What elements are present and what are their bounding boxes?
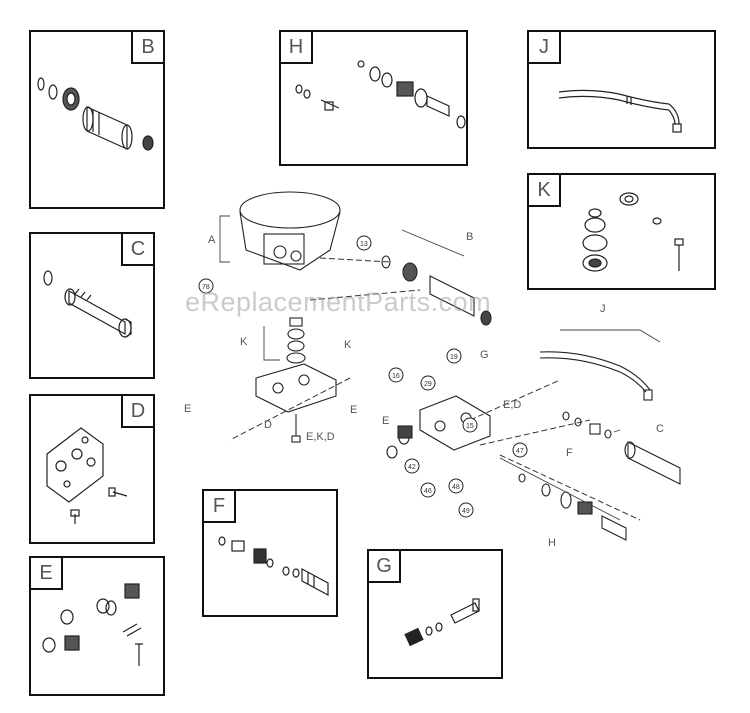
detail-panel-g: G xyxy=(367,549,503,679)
part-num-48: 48 xyxy=(452,484,460,491)
cylinder-b xyxy=(381,255,492,326)
detail-panel-e: E xyxy=(29,556,165,696)
panel-h-parts xyxy=(295,60,466,129)
panel-e-label: E xyxy=(29,556,63,590)
panel-b-label: B xyxy=(131,30,165,64)
panel-g-parts xyxy=(404,598,480,647)
valve-parts-h xyxy=(518,473,627,541)
callout-c: C xyxy=(656,423,664,435)
part-num-42: 42 xyxy=(408,464,416,471)
detail-panel-b: B xyxy=(29,30,165,209)
part-num-16: 16 xyxy=(392,373,400,380)
panel-f-label: F xyxy=(202,489,236,523)
part-num-47: 47 xyxy=(516,448,524,455)
callout-b: B xyxy=(466,231,473,243)
part-num-78: 78 xyxy=(202,284,210,291)
detail-panel-k: K xyxy=(527,173,716,290)
callout-e-right: E xyxy=(350,404,357,416)
part-num-29: 29 xyxy=(424,381,432,388)
callout-k-left: K xyxy=(240,336,248,348)
cylinder-c xyxy=(624,441,681,485)
detail-panel-d: D xyxy=(29,394,155,544)
part-num-13: 13 xyxy=(360,241,368,248)
callout-d: D xyxy=(264,419,272,431)
panel-f-parts xyxy=(218,536,329,597)
panel-h-label: H xyxy=(279,30,313,64)
panel-d-parts xyxy=(46,427,128,524)
callout-f: F xyxy=(566,447,573,459)
callout-a: A xyxy=(208,234,216,246)
panel-k-label: K xyxy=(527,173,561,207)
k-seal-stack xyxy=(286,317,306,364)
callout-g: G xyxy=(480,349,489,361)
part-num-19: 19 xyxy=(450,354,458,361)
callout-e-head: E xyxy=(382,415,389,427)
part-num-49: 49 xyxy=(462,508,470,515)
detail-panel-f: F xyxy=(202,489,338,617)
valve-parts-f xyxy=(562,411,612,439)
part-num-46: 46 xyxy=(424,488,432,495)
panel-j-parts xyxy=(558,89,682,133)
panel-d-label: D xyxy=(121,394,155,428)
panel-j-label: J xyxy=(527,30,561,64)
hose-j xyxy=(539,351,653,401)
pump-head xyxy=(386,395,491,459)
detail-panel-j: J xyxy=(527,30,716,149)
panel-g-label: G xyxy=(367,549,401,583)
detail-panel-h: H xyxy=(279,30,468,166)
callout-k-right: K xyxy=(344,339,352,351)
panel-k-parts xyxy=(582,192,684,272)
pump-housing xyxy=(239,191,341,271)
watermark: eReplacementParts.com xyxy=(185,287,492,317)
callout-j: J xyxy=(600,303,606,315)
detail-panel-c: C xyxy=(29,232,155,379)
callout-h: H xyxy=(548,537,556,549)
callout-e-left: E xyxy=(184,403,191,415)
callout-ekd: E,K,D xyxy=(306,431,335,443)
manifold-block xyxy=(255,363,337,443)
panel-c-parts xyxy=(43,270,132,338)
panel-b-parts xyxy=(37,77,154,151)
callout-ed: E,D xyxy=(503,399,521,411)
panel-c-label: C xyxy=(121,232,155,266)
panel-e-parts xyxy=(42,583,143,666)
part-num-15: 15 xyxy=(466,423,474,430)
